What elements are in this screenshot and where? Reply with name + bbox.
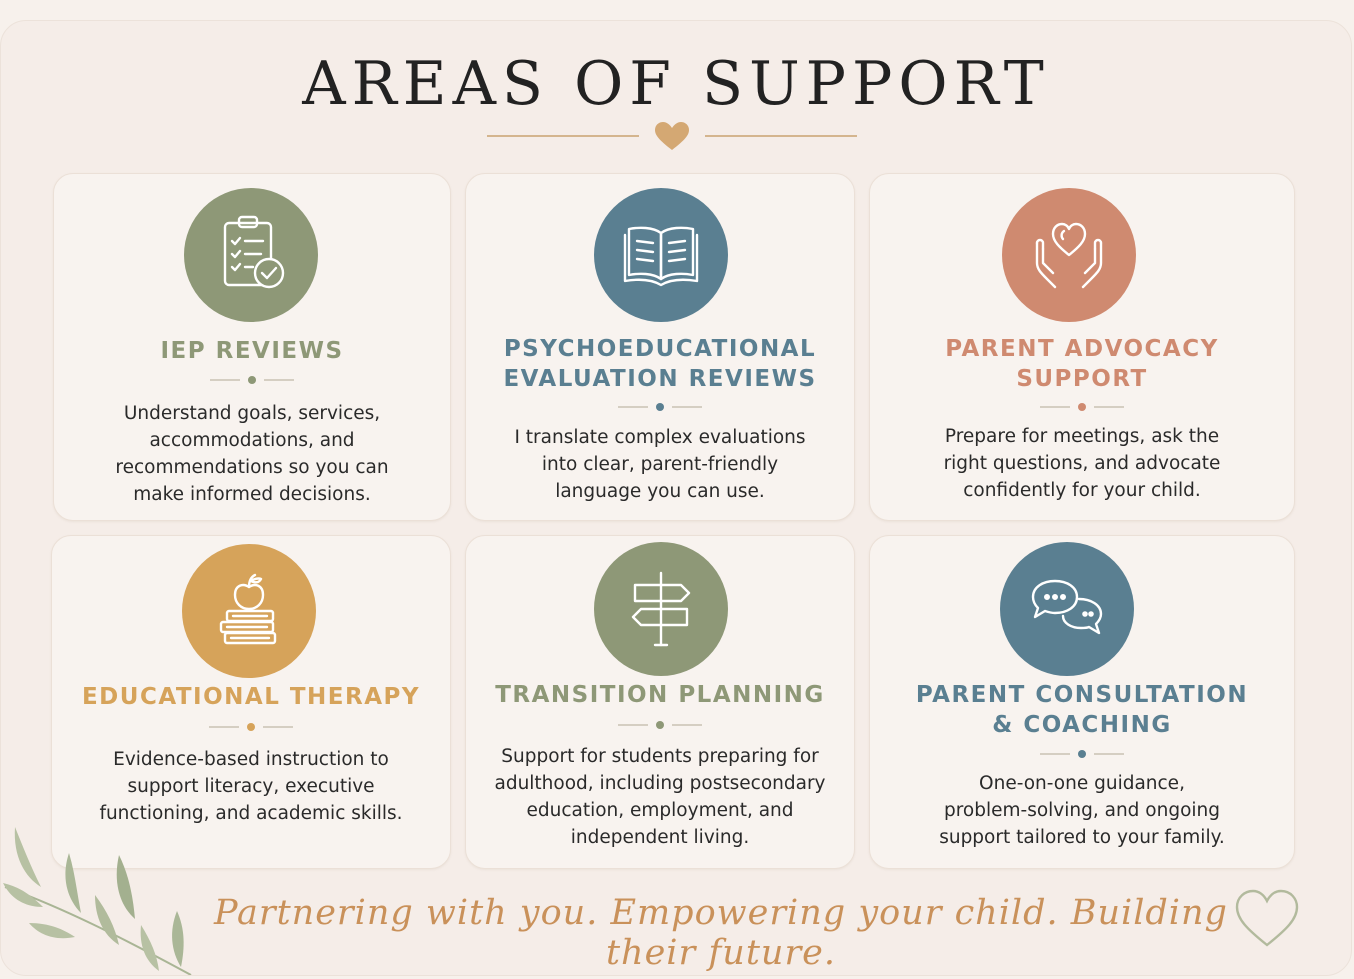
card-title: EDUCATIONAL THERAPY (81, 684, 421, 710)
card-parent-advocacy-support: PARENT ADVOCACY SUPPORT Prepare for meet… (869, 173, 1295, 521)
card-title: PARENT ADVOCACY SUPPORT (945, 336, 1219, 392)
hands-heart-icon (1002, 188, 1136, 322)
card-parent-consultation-coaching: PARENT CONSULTATION & COACHING One-on-on… (869, 535, 1295, 869)
card-psychoeducational-evaluation-reviews: PSYCHOEDUCATIONAL EVALUATION REVIEWS I t… (465, 173, 855, 521)
card-title: TRANSITION PLANNING (495, 682, 825, 708)
card-title: PSYCHOEDUCATIONAL EVALUATION REVIEWS (503, 336, 817, 392)
heart-outline-icon (1235, 889, 1299, 947)
card-description: I translate complex evaluations into cle… (514, 427, 806, 502)
card-title: IEP REVIEWS (160, 338, 344, 364)
tagline: Partnering with you. Empowering your chi… (214, 893, 1228, 973)
card-divider (209, 723, 293, 731)
card-iep-reviews: IEP REVIEWS Understand goals, services, … (53, 173, 451, 521)
open-book-icon (594, 188, 728, 322)
page-title: AREAS OF SUPPORT (302, 49, 1050, 119)
signpost-icon (594, 542, 728, 676)
card-title: PARENT CONSULTATION & COACHING (915, 682, 1249, 738)
clipboard-check-icon (184, 188, 318, 322)
card-divider (210, 376, 294, 384)
card-divider (1040, 750, 1124, 758)
areas-of-support-panel: AREAS OF SUPPORT IEP REVIEWS (0, 20, 1352, 976)
card-description: One-on-one guidance, problem-solving, an… (939, 773, 1225, 848)
card-educational-therapy: EDUCATIONAL THERAPY Evidence-based instr… (51, 535, 451, 869)
title-heart-divider (487, 122, 857, 150)
card-divider (618, 403, 702, 411)
card-divider (618, 721, 702, 729)
card-description: Support for students preparing for adult… (494, 746, 826, 848)
card-transition-planning: TRANSITION PLANNING Support for students… (465, 535, 855, 869)
books-apple-icon (182, 544, 316, 678)
card-description: Evidence-based instruction to support li… (99, 749, 403, 824)
card-description: Prepare for meetings, ask the right ques… (943, 426, 1221, 501)
chat-bubbles-icon (1000, 542, 1134, 676)
card-divider (1040, 403, 1124, 411)
leaves-decoration (3, 827, 192, 975)
card-description: Understand goals, services, accommodatio… (115, 403, 389, 505)
